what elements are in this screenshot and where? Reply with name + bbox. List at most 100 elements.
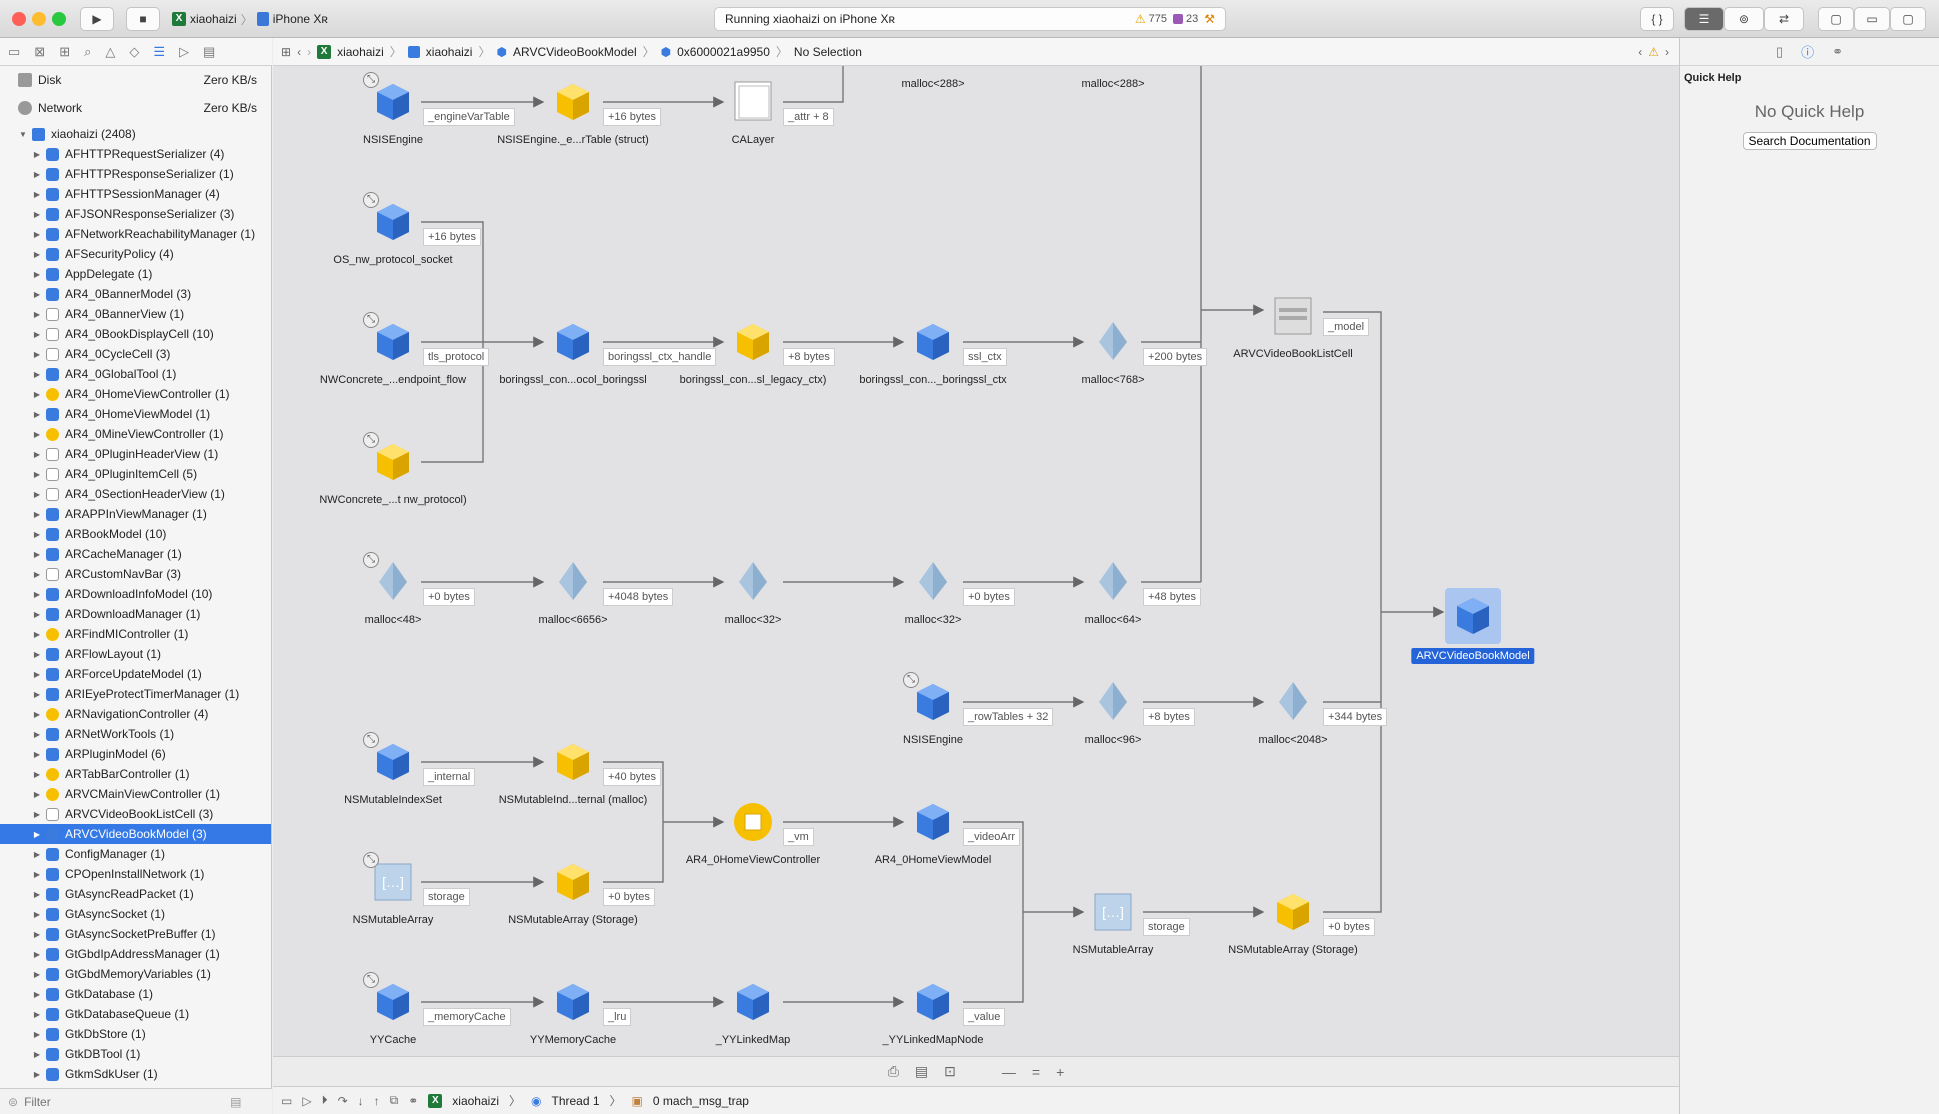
memory-graph-icon[interactable]: ⚭ [408, 1093, 419, 1108]
debug-thread[interactable]: Thread 1 [551, 1093, 600, 1108]
disclosure-closed-icon[interactable]: ▶ [33, 809, 41, 819]
breakpoint-icon[interactable]: ▷ [179, 43, 190, 59]
graph-node[interactable]: […] [1083, 882, 1143, 942]
graph-node[interactable]: ⤡ [363, 732, 423, 792]
standard-editor-button[interactable]: ☰ [1684, 7, 1724, 31]
zoom-out-button[interactable]: — [1001, 1063, 1016, 1080]
tree-item[interactable]: ▶AR4_0BannerModel (3) [0, 284, 271, 304]
tree-item[interactable]: ▶ARPluginModel (6) [0, 744, 271, 764]
disclosure-closed-icon[interactable]: ▶ [33, 549, 41, 559]
tree-item[interactable]: ▶ARBookModel (10) [0, 524, 271, 544]
tree-item[interactable]: ▶AFHTTPSessionManager (4) [0, 184, 271, 204]
disclosure-closed-icon[interactable]: ▶ [33, 829, 41, 839]
tree-item[interactable]: ▶ARForceUpdateModel (1) [0, 664, 271, 684]
disclosure-closed-icon[interactable]: ▶ [33, 449, 41, 459]
graph-node[interactable]: ⤡ [363, 192, 423, 252]
stop-button[interactable]: ■ [126, 7, 160, 31]
tree-item[interactable]: ▶AR4_0PluginItemCell (5) [0, 464, 271, 484]
tree-item[interactable]: ▶GtkDbStore (1) [0, 1024, 271, 1044]
step-over-icon[interactable]: ↷ [337, 1093, 348, 1108]
library-button[interactable]: { } [1640, 7, 1674, 31]
graph-node[interactable] [723, 792, 783, 852]
tree-item[interactable]: ▶AFHTTPRequestSerializer (4) [0, 144, 271, 164]
hide-debug-icon[interactable]: ▭ [281, 1093, 293, 1108]
minimize-window-button[interactable] [32, 12, 46, 26]
tree-item[interactable]: ▶ARDownloadInfoModel (10) [0, 584, 271, 604]
graph-node[interactable]: ⤡ [363, 432, 423, 492]
hammer-icon[interactable]: ⚒ [1204, 12, 1215, 26]
disclosure-closed-icon[interactable]: ▶ [33, 1029, 41, 1039]
source-control-icon[interactable]: ⊠ [34, 43, 46, 59]
graph-node[interactable] [543, 852, 603, 912]
tree-item[interactable]: ▶GtkDatabase (1) [0, 984, 271, 1004]
tree-item[interactable]: ▶GtGbdIpAddressManager (1) [0, 944, 271, 964]
issue-icon[interactable] [1172, 14, 1183, 24]
grid-icon[interactable]: ⊞ [281, 44, 292, 59]
close-window-button[interactable] [12, 12, 26, 26]
export-icon[interactable]: ⎙ [887, 1063, 899, 1079]
disclosure-closed-icon[interactable]: ▶ [33, 789, 41, 799]
tree-item[interactable]: ▶AFHTTPResponseSerializer (1) [0, 164, 271, 184]
report-icon[interactable]: ▤ [203, 43, 216, 59]
expand-node-icon[interactable]: ⤡ [363, 972, 379, 988]
tree-item[interactable]: ▶GtAsyncSocketPreBuffer (1) [0, 924, 271, 944]
expand-node-icon[interactable]: ⤡ [363, 432, 379, 448]
graph-node[interactable] [1083, 552, 1143, 612]
expand-node-icon[interactable]: ⤡ [363, 732, 379, 748]
graph-node[interactable] [1443, 586, 1503, 646]
graph-node[interactable]: ⤡ [363, 552, 423, 612]
expand-node-icon[interactable]: ⤡ [363, 552, 379, 568]
warning-icon[interactable]: ⚠ [1648, 44, 1659, 59]
graph-node[interactable] [903, 972, 963, 1032]
version-editor-button[interactable]: ⇄ [1764, 7, 1804, 31]
search-documentation-button[interactable]: Search Documentation [1742, 132, 1877, 150]
show-only-icon[interactable]: ▤ [230, 1094, 242, 1109]
tree-item[interactable]: ▶ARAPPInViewManager (1) [0, 504, 271, 524]
graph-node[interactable] [1263, 672, 1323, 732]
disclosure-closed-icon[interactable]: ▶ [33, 409, 41, 419]
graph-node[interactable] [1263, 286, 1323, 346]
disclosure-closed-icon[interactable]: ▶ [33, 989, 41, 999]
zoom-actual-button[interactable]: = [1031, 1063, 1041, 1080]
disclosure-closed-icon[interactable]: ▶ [33, 849, 41, 859]
disclosure-closed-icon[interactable]: ▶ [33, 369, 41, 379]
test-icon[interactable]: ◇ [129, 43, 140, 59]
disclosure-closed-icon[interactable]: ▶ [33, 709, 41, 719]
tree-item[interactable]: ▶GtGbdMemoryVariables (1) [0, 964, 271, 984]
graph-node[interactable]: […]⤡ [363, 852, 423, 912]
tree-item[interactable]: ▶ARCacheManager (1) [0, 544, 271, 564]
issue-navigator-icon[interactable]: △ [105, 43, 116, 59]
expand-node-icon[interactable]: ⤡ [363, 72, 379, 88]
graph-node[interactable] [543, 312, 603, 372]
disclosure-closed-icon[interactable]: ▶ [33, 289, 41, 299]
disclosure-closed-icon[interactable]: ▶ [33, 869, 41, 879]
zoom-in-button[interactable]: + [1056, 1063, 1065, 1080]
disclosure-closed-icon[interactable]: ▶ [33, 1009, 41, 1019]
graph-node[interactable]: ⤡ [903, 672, 963, 732]
tree-item[interactable]: ▶GtkDatabaseQueue (1) [0, 1004, 271, 1024]
tree-item[interactable]: ▶ARFlowLayout (1) [0, 644, 271, 664]
disclosure-closed-icon[interactable]: ▶ [33, 149, 41, 159]
jump-item[interactable]: xiaohaizi [425, 44, 473, 59]
tree-item[interactable]: ▶CPOpenInstallNetwork (1) [0, 864, 271, 884]
disclosure-closed-icon[interactable]: ▶ [33, 649, 41, 659]
tree-item[interactable]: ▶AFJSONResponseSerializer (3) [0, 204, 271, 224]
warning-icon[interactable]: ⚠ [1134, 12, 1146, 26]
graph-node[interactable] [1083, 672, 1143, 732]
disclosure-closed-icon[interactable]: ▶ [33, 949, 41, 959]
previous-issue-icon[interactable]: ‹ [1638, 44, 1643, 59]
tree-item[interactable]: ▶AR4_0PluginHeaderView (1) [0, 444, 271, 464]
disclosure-closed-icon[interactable]: ▶ [33, 689, 41, 699]
disclosure-closed-icon[interactable]: ▶ [33, 329, 41, 339]
debug-project[interactable]: xiaohaizi [452, 1093, 499, 1108]
disclosure-closed-icon[interactable]: ▶ [33, 569, 41, 579]
run-button[interactable]: ▶ [80, 7, 114, 31]
graph-node[interactable]: ⤡ [363, 72, 423, 132]
disclosure-closed-icon[interactable]: ▶ [33, 969, 41, 979]
disclosure-closed-icon[interactable]: ▶ [33, 489, 41, 499]
tree-item[interactable]: ▶GtAsyncSocket (1) [0, 904, 271, 924]
graph-node[interactable] [543, 552, 603, 612]
graph-node[interactable]: ⤡ [363, 972, 423, 1032]
tree-item[interactable]: ▶AR4_0BookDisplayCell (10) [0, 324, 271, 344]
